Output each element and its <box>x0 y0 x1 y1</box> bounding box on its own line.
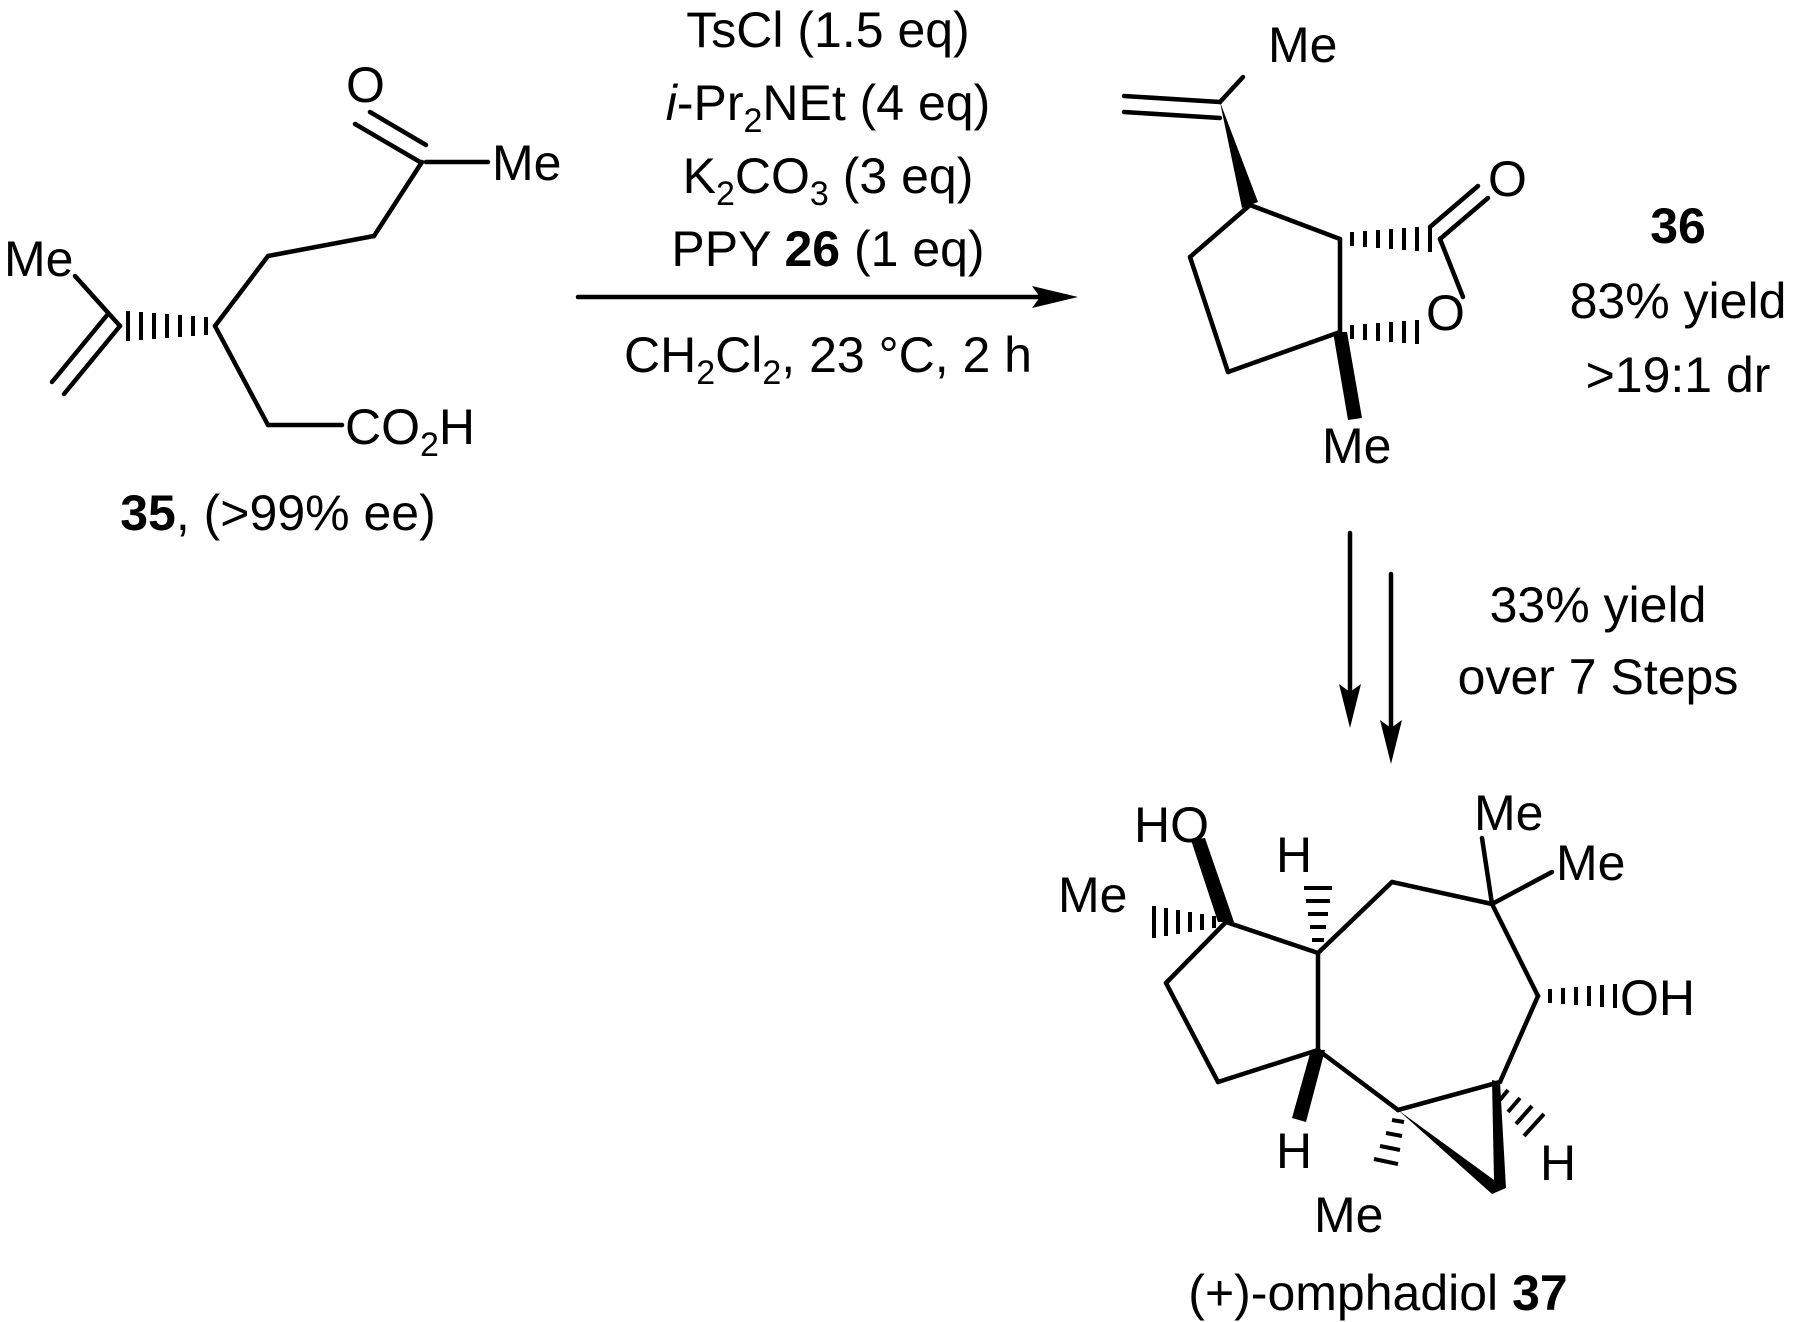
atom-me-bottom: Me <box>1322 418 1391 474</box>
atom-me-vinyl: Me <box>4 231 73 287</box>
compound-36-yield: 83% yield <box>1570 273 1787 329</box>
reagent-ppy: PPY 26 (1 eq) <box>671 221 984 277</box>
atom-me-gem-2: Me <box>1556 835 1625 891</box>
atom-me-ketone: Me <box>492 135 561 191</box>
atom-h-bottom-right: H <box>1540 1135 1576 1191</box>
compound-36-structure <box>1121 74 1491 420</box>
compound-36-number: 36 <box>1650 198 1706 254</box>
compound-35-structure <box>49 109 491 428</box>
hashed-bond <box>1350 320 1419 344</box>
compound-37-label: (+)-omphadiol 37 <box>1188 1265 1567 1321</box>
hashed-bond <box>1152 906 1216 938</box>
atom-me-gem-1: Me <box>1474 785 1543 841</box>
step2-yield: 33% yield <box>1490 577 1707 633</box>
reagent-k2co3: K2CO3 (3 eq) <box>683 148 974 213</box>
atom-me-bottom: Me <box>1314 1187 1383 1243</box>
atom-o-ketone: O <box>346 57 385 113</box>
atom-oh: OH <box>1620 970 1695 1026</box>
hashed-bond <box>1304 886 1332 942</box>
atom-co2h: CO2H <box>345 399 475 464</box>
step2-steps: over 7 Steps <box>1458 649 1739 705</box>
hashed-bond <box>1498 1088 1546 1138</box>
hashed-bond <box>1350 226 1432 252</box>
atom-me-top: Me <box>1268 17 1337 73</box>
atom-ho: HO <box>1134 797 1209 853</box>
hashed-bond <box>1373 1118 1405 1166</box>
hashed-bond <box>1548 984 1617 1008</box>
reagent-base: i-Pr2NEt (4 eq) <box>666 75 991 140</box>
reaction-conditions: CH2Cl2, 23 °C, 2 h <box>624 327 1032 392</box>
hashed-bond <box>126 311 208 341</box>
compound-36-dr: >19:1 dr <box>1586 347 1771 403</box>
atom-o-ring: O <box>1426 285 1465 341</box>
reagent-tscl: TsCl (1.5 eq) <box>686 2 969 58</box>
atom-me-left: Me <box>1058 867 1127 923</box>
compound-35-label: 35, (>99% ee) <box>120 485 436 541</box>
compound-37-structure <box>1152 835 1617 1194</box>
reaction-arrow-1 <box>575 286 1078 308</box>
atom-h-top: H <box>1276 827 1312 883</box>
multistep-arrow <box>1339 530 1402 764</box>
atom-h-bottom-left: H <box>1276 1123 1312 1179</box>
atom-o-carbonyl: O <box>1488 151 1527 207</box>
